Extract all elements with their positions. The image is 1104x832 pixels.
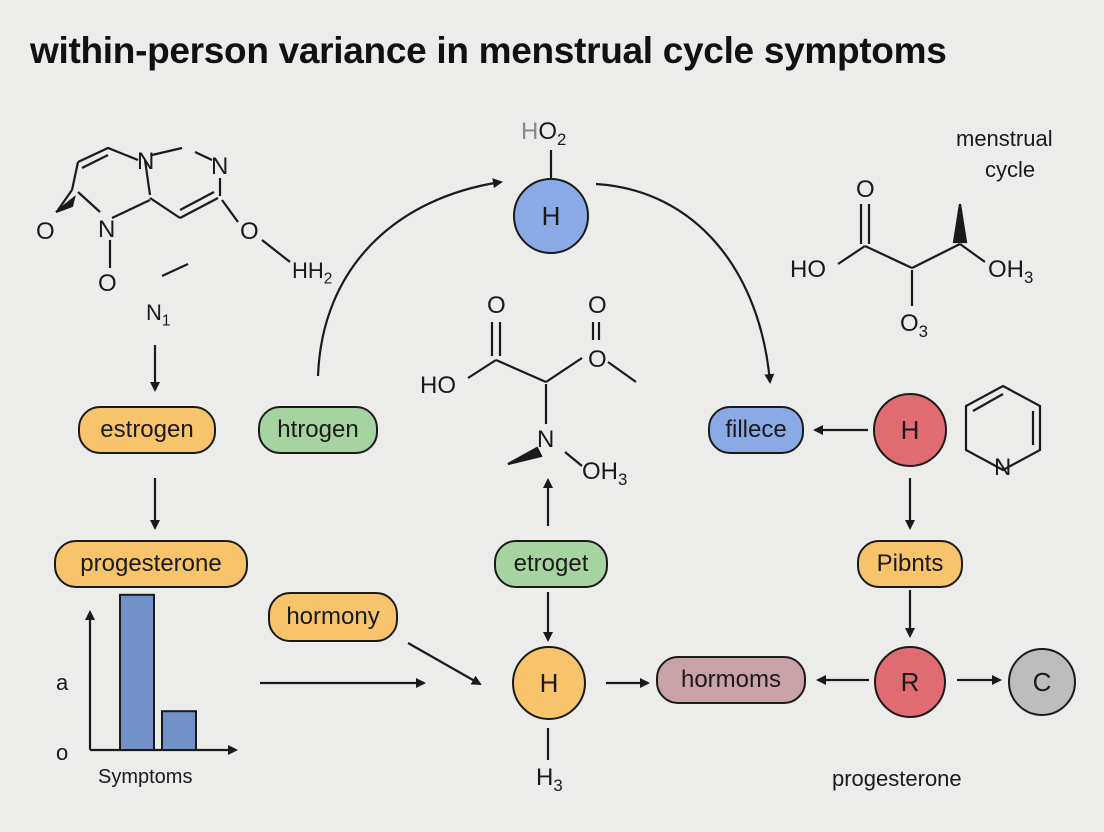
left-ring-molecule (57, 146, 291, 277)
atom-label: O (856, 176, 875, 203)
node-pibnts: Pibnts (857, 540, 963, 588)
arrow-htrogen-to-h-top (316, 178, 503, 377)
ho2-label: HO2 (521, 118, 567, 149)
node-fillece: fillece (708, 406, 804, 454)
hh2-label: HH2 (292, 258, 333, 288)
atom-label: N (98, 216, 116, 243)
center-molecule (467, 322, 637, 467)
atom-label: O (36, 218, 55, 245)
chart-bar (119, 593, 155, 751)
cycle-label: cycle (985, 157, 1036, 182)
node-hormoms: hormoms (656, 656, 806, 704)
node-h-top: H (513, 178, 589, 254)
node-etroget: etroget (494, 540, 608, 588)
oh3-label: OH3 (582, 458, 628, 489)
atom-label: O (240, 218, 259, 245)
n1-label: N1 (146, 300, 171, 330)
node-c: C (1008, 648, 1076, 716)
atom-label: HO (790, 256, 826, 283)
atom-label: O (588, 292, 607, 319)
node-r: R (874, 646, 946, 718)
chart-y-tick-label: a (56, 670, 69, 695)
pyridine-molecule (964, 384, 1042, 472)
atom-label: O (98, 270, 117, 297)
node-progesterone: progesterone (54, 540, 248, 588)
node-htrogen: htrogen (258, 406, 378, 454)
node-h-bottom: H (512, 646, 586, 720)
atom-label: O (487, 292, 506, 319)
chart-y-tick-label: o (56, 740, 69, 765)
atom-label: N (994, 454, 1012, 481)
arrow-h-top-to-fillece (595, 182, 775, 384)
node-estrogen: estrogen (78, 406, 216, 454)
menstrual-label: menstrual (956, 126, 1053, 151)
atom-label: N (211, 153, 229, 180)
atom-label: N (137, 148, 155, 175)
atom-label: N (537, 426, 555, 453)
node-h-red: H (873, 393, 947, 467)
h3-bottom-label: H3 (536, 764, 563, 795)
node-hormony: hormony (268, 592, 398, 642)
o3-label: O3 (900, 310, 929, 341)
chart-x-axis-label: Symptoms (98, 766, 193, 788)
atom-label: HO (420, 372, 456, 399)
arrow-hormony-to-h (407, 642, 482, 685)
chart-bar (161, 710, 197, 752)
diagram-title: within-person variance in menstrual cycl… (30, 30, 947, 71)
chart-bars (119, 593, 197, 752)
progesterone-bottom-label: progesterone (832, 766, 962, 791)
oh3-label: OH3 (988, 256, 1034, 287)
right-top-molecule (837, 204, 986, 306)
atom-label: O (588, 346, 607, 373)
